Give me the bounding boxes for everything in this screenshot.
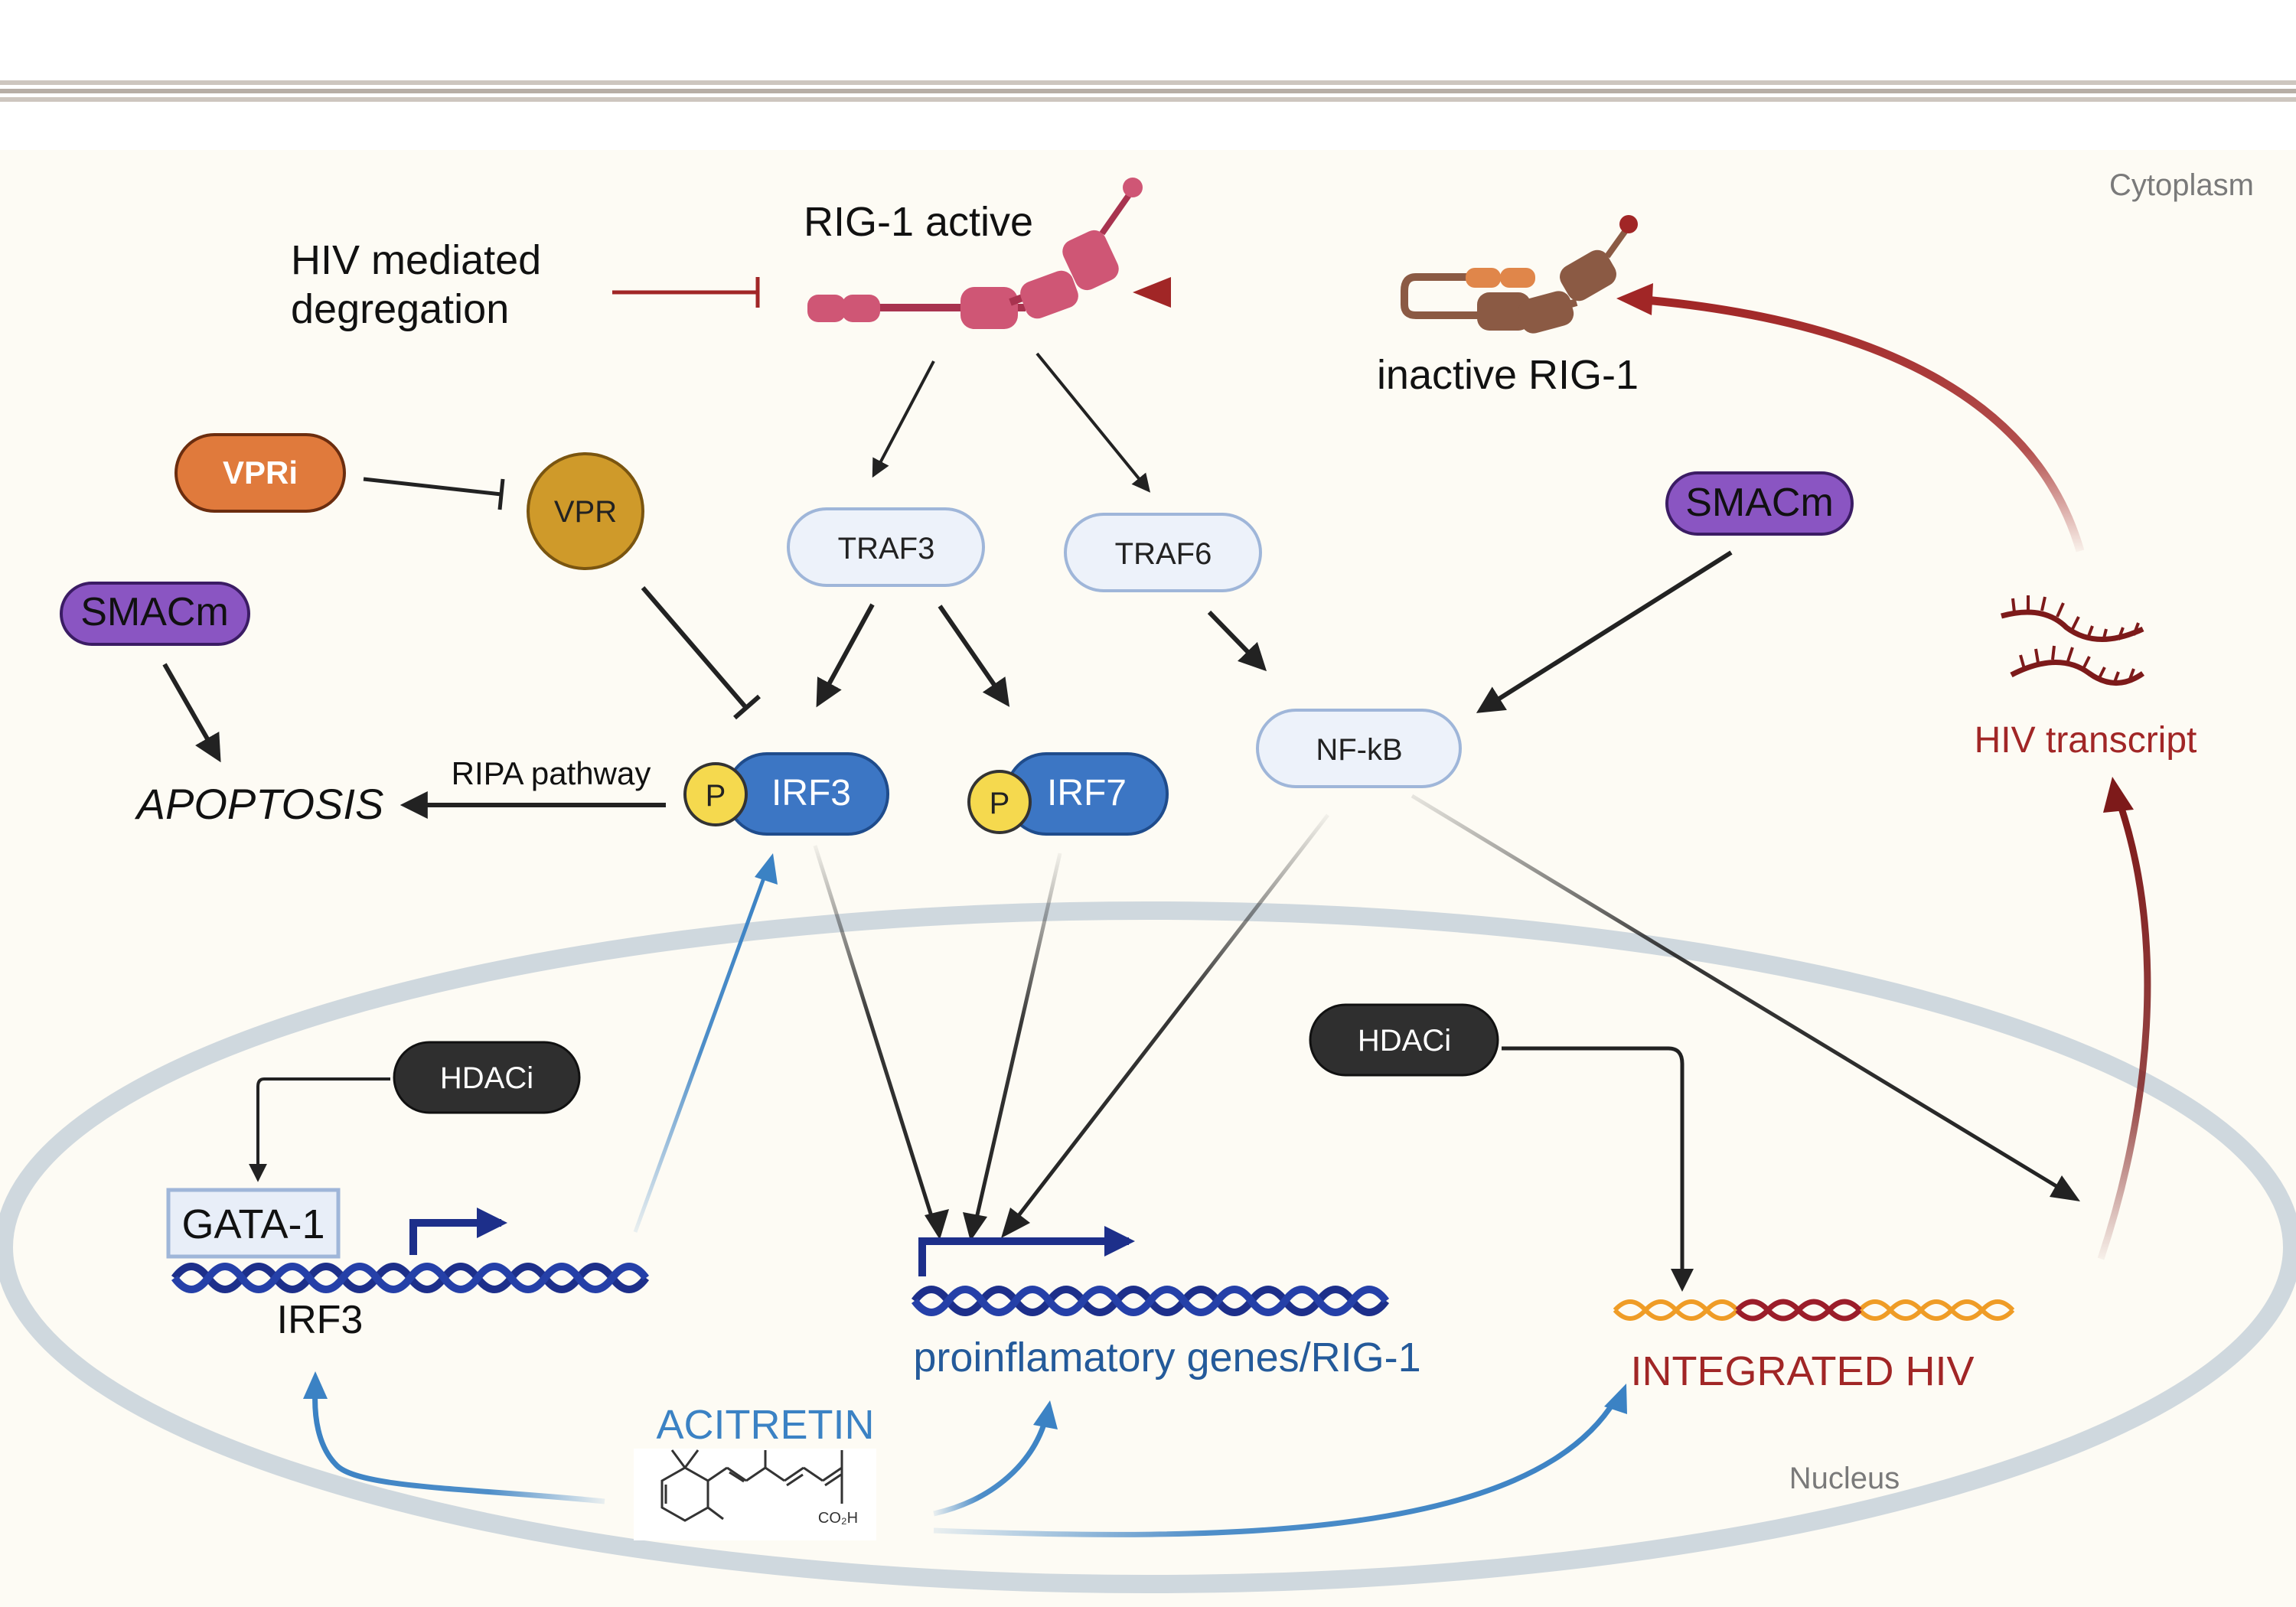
- integrated-hiv-label: INTEGRATED HIV: [1630, 1348, 1974, 1394]
- nfkb-to-genes-arrow: [1010, 813, 1329, 1226]
- nfkb-to-integrated-hiv-arrow: [1411, 794, 2068, 1195]
- acitretin-to-integrated-hiv-arrowhead: [1604, 1384, 1627, 1414]
- acitretin-structure: CO₂H: [634, 1449, 876, 1540]
- hiv-degradation-label: HIV mediated degregation: [291, 237, 553, 332]
- irf3-gene-to-protein-arrow: [633, 873, 768, 1233]
- smacm-left-node: [60, 582, 250, 646]
- hdaci-left-node: [393, 1041, 581, 1114]
- traf3-to-irf7-arrow: [938, 605, 1010, 707]
- irf3-to-genes-arrow: [813, 845, 938, 1229]
- irf3-gene-dna: [171, 1263, 650, 1293]
- irf7-phospho: [967, 770, 1032, 834]
- rig1-to-traf6-arrow: [1035, 352, 1151, 493]
- acitretin-to-integrated-hiv-arrow: [933, 1399, 1617, 1537]
- irf3-gene-to-protein-arrowhead: [755, 853, 778, 885]
- irf3-gene-label: IRF3: [277, 1298, 364, 1342]
- cell-membrane: [0, 80, 2296, 102]
- hdaci-right-label: HDACi: [1358, 1024, 1451, 1058]
- irf3-phospho-label: P: [706, 779, 726, 813]
- nfkb-label: NF-kB: [1316, 733, 1402, 767]
- acitretin-to-irf3-gene-arrow: [312, 1388, 605, 1504]
- hdaci-right-node: [1309, 1003, 1499, 1077]
- apoptosis-label: APOPTOSIS: [135, 780, 384, 828]
- proinflammatory-genes-label: proinflamatory genes/RIG-1: [913, 1335, 1420, 1380]
- integrated-hiv-dna: [1613, 1299, 2015, 1322]
- smacm-to-nfkb-arrow: [1476, 550, 1733, 713]
- hdaci-left-label: HDACi: [440, 1061, 533, 1095]
- vpr-label: VPR: [554, 495, 617, 529]
- rig1-active-protein: [807, 178, 1143, 329]
- smacm-to-apoptosis-arrow: [162, 663, 221, 763]
- cytoplasm-label: Cytoplasm: [2109, 168, 2254, 202]
- irf7-phospho-label: P: [990, 787, 1010, 820]
- hdaci-to-integrated-hiv-arrow: [1502, 1046, 1694, 1292]
- traf3-to-irf3-arrow: [816, 603, 875, 708]
- rig1-to-traf3-arrow: [872, 360, 935, 478]
- activation-arrowhead: [1133, 277, 1171, 308]
- integrated-hiv-to-transcript-arrowhead: [2103, 777, 2134, 813]
- traf6-to-nfkb-arrow: [1207, 610, 1267, 672]
- ripa-pathway-label: RIPA pathway: [452, 755, 651, 791]
- inactive-rig1-protein: [1401, 215, 1638, 334]
- vpri-node: [174, 433, 346, 513]
- gata1-label: GATA-1: [181, 1201, 325, 1247]
- nfkb-to-genes-arrowhead: [1001, 1208, 1030, 1238]
- transcript-to-rig1-arrowhead: [1616, 283, 1653, 315]
- vpr-node: [527, 452, 644, 570]
- traf3-node: [787, 507, 985, 587]
- integrated-hiv-to-transcript-arrow: [2097, 802, 2151, 1260]
- irf7-to-genes-arrowhead: [963, 1212, 987, 1241]
- genes-promoter-arrow: [918, 1226, 1135, 1276]
- vpri-inhibit-arrow: [363, 477, 505, 510]
- irf3-phospho: [683, 762, 748, 826]
- rig1-active-label: RIG-1 active: [804, 199, 1033, 245]
- cytoplasm-region: [0, 150, 2296, 1607]
- irf7-to-genes-arrow: [972, 852, 1062, 1229]
- proinflammatory-genes-dna: [911, 1286, 1390, 1316]
- gata1-box: [166, 1188, 341, 1259]
- vpr-inhibit-arrow: [641, 586, 761, 720]
- acitretin-label: ACITRETIN: [656, 1402, 874, 1448]
- acitretin-to-genes-arrowhead: [1033, 1400, 1058, 1429]
- transcript-to-rig1-arrow: [1645, 295, 2085, 553]
- traf6-label: TRAF6: [1115, 537, 1212, 571]
- nfkb-node: [1256, 709, 1462, 788]
- acitretin-to-genes-arrow: [933, 1419, 1049, 1517]
- traf3-label: TRAF3: [838, 532, 935, 566]
- nfkb-to-integrated-hiv-arrowhead: [2050, 1175, 2080, 1201]
- nucleus-envelope: [0, 901, 2296, 1593]
- traf6-node: [1064, 513, 1262, 592]
- inactive-rig1-label: inactive RIG-1: [1377, 352, 1639, 398]
- vpri-label: VPRi: [223, 455, 298, 491]
- hiv-transcript-rna-icon: [2001, 595, 2145, 686]
- hiv-transcript-label: HIV transcript: [1975, 720, 2197, 761]
- smacm-right-node: [1665, 471, 1854, 536]
- smacm-left-label: SMACm: [80, 590, 229, 634]
- irf3-to-genes-arrowhead: [925, 1209, 949, 1240]
- acitretin-to-irf3-gene-arrowhead: [303, 1371, 328, 1399]
- hdaci-to-gata1-arrow: [249, 1077, 390, 1182]
- degradation-inhibit-arrow: [612, 277, 760, 308]
- nucleus-label: Nucleus: [1789, 1462, 1900, 1495]
- irf7-label: IRF7: [1047, 773, 1127, 813]
- irf3-label: IRF3: [771, 773, 851, 813]
- svg-text:CO₂H: CO₂H: [818, 1510, 858, 1527]
- smacm-right-label: SMACm: [1685, 481, 1834, 525]
- irf3-promoter-arrow: [409, 1208, 507, 1255]
